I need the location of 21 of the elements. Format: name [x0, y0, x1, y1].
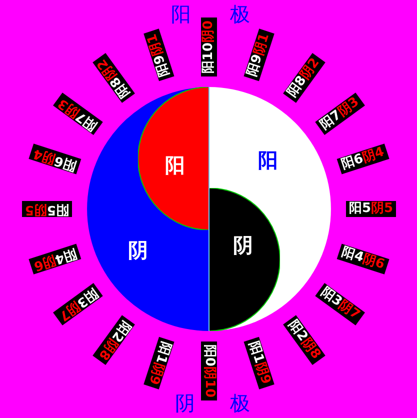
yin-count: 阴10: [201, 366, 217, 398]
yang-count: 阳0: [201, 344, 217, 366]
region-label: 阳: [258, 150, 278, 170]
yin-count: 阴5: [24, 201, 47, 217]
pole-label: 阴: [175, 393, 195, 413]
pole-label: 极: [230, 393, 250, 413]
yang-count: 阳5: [348, 201, 371, 217]
yin-count: 阴6: [31, 251, 58, 274]
yang-count: 阳5: [47, 201, 70, 217]
yin-count: 阴0: [201, 20, 217, 42]
yang-count: 阳10: [201, 42, 217, 74]
yin-count: 阴9: [251, 360, 274, 386]
pole-label: 极: [230, 4, 250, 24]
yin-count: 阴9: [144, 360, 167, 386]
yin-count: 阴4: [360, 144, 386, 167]
region-label: 阴: [128, 240, 148, 260]
yin-count: 阴1: [144, 31, 167, 58]
region-label: 阳: [165, 155, 185, 175]
pole-label: 阳: [171, 4, 191, 24]
region-label: 阴: [233, 235, 253, 255]
yin-count: 阴5: [371, 201, 394, 217]
